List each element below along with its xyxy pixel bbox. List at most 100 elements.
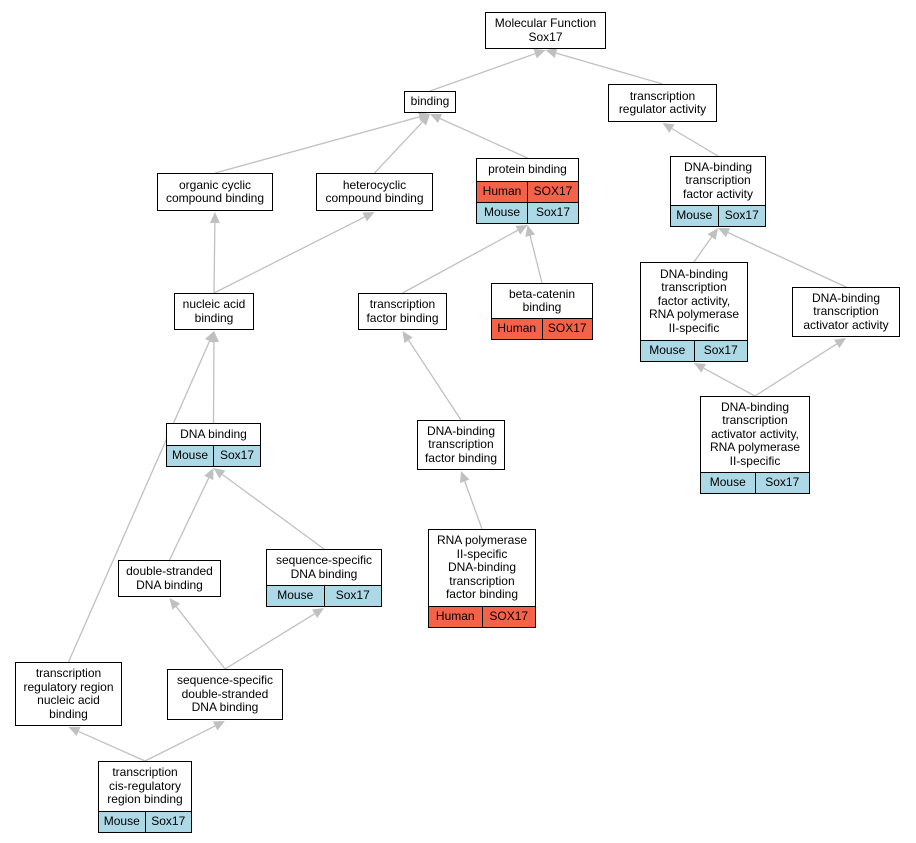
edge-line — [727, 232, 847, 288]
node-label: heterocyclic compound binding — [325, 177, 424, 205]
annotation-row-mouse: Mouse Sox17 — [477, 202, 578, 223]
node-molecular-function: Molecular Function Sox17 — [485, 12, 606, 49]
gene-cell: SOX17 — [527, 182, 578, 202]
edge-line — [671, 128, 719, 157]
arrowhead — [212, 721, 225, 731]
annotation-row-human: Human SOX17 — [492, 318, 592, 339]
node-binding: binding — [404, 91, 456, 113]
node-label: RNA polymerase II-specific DNA-binding t… — [436, 533, 528, 602]
arrowhead — [834, 338, 846, 349]
gene-cell: SOX17 — [541, 319, 593, 339]
annotation-row-mouse: Mouse Sox17 — [701, 472, 809, 493]
edge-line — [144, 725, 216, 762]
node-label: transcription regulatory region nucleic … — [23, 666, 114, 721]
arrowhead — [169, 598, 181, 610]
arrowhead — [694, 363, 707, 373]
arrowhead — [460, 471, 470, 484]
edge-line — [754, 343, 838, 397]
species-cell: Human — [497, 321, 537, 336]
species-cell: Mouse — [649, 343, 686, 358]
node-dbtf-activity: DNA-binding transcription factor activit… — [670, 156, 766, 227]
edge-line — [703, 367, 756, 397]
node-tr-region-nab: transcription regulatory region nucleic … — [15, 662, 122, 726]
annotation-row-mouse: Mouse Sox17 — [267, 585, 381, 606]
gene-cell: Sox17 — [323, 586, 382, 606]
edge-line — [221, 473, 325, 550]
node-label: beta-catenin binding — [508, 286, 576, 314]
arrowhead — [312, 608, 324, 619]
gene-cell: Sox17 — [213, 446, 260, 466]
node-label: DNA-binding transcription activator acti… — [709, 399, 801, 468]
node-dbt-activator-rnap2: DNA-binding transcription activator acti… — [700, 396, 810, 494]
arrowhead — [68, 726, 81, 737]
node-label: transcription cis-regulatory region bind… — [107, 765, 183, 807]
edge-line — [555, 52, 663, 85]
edge-line — [402, 229, 519, 294]
edge-line — [374, 121, 423, 174]
gene-cell: SOX17 — [481, 607, 536, 627]
edge-line — [224, 613, 315, 670]
node-label: protein binding — [488, 162, 567, 177]
node-label: transcription regulator activity — [618, 88, 707, 116]
node-label: DNA-binding transcription factor activit… — [682, 159, 754, 201]
node-transcription-regulator-activity: transcription regulator activity — [608, 84, 717, 122]
node-dbtf-binding: DNA-binding transcription factor binding — [417, 420, 505, 470]
node-tf-binding: transcription factor binding — [358, 293, 447, 330]
edge-line — [693, 236, 713, 263]
node-ss-ds-dna: sequence-specific double-stranded DNA bi… — [167, 669, 283, 720]
edge-line — [214, 116, 420, 174]
edge-line — [213, 216, 365, 294]
arrowhead — [204, 468, 214, 481]
node-dbt-activator: DNA-binding transcription activator acti… — [792, 287, 900, 337]
edge-layer — [67, 48, 847, 762]
arrowhead — [362, 212, 375, 222]
arrowhead — [418, 114, 430, 126]
edge-line — [213, 222, 216, 294]
arrowhead — [707, 228, 718, 240]
arrowhead — [718, 228, 731, 238]
node-rnap2-dbtf-binding: RNA polymerase II-specific DNA-binding t… — [428, 529, 536, 628]
species-cell: Human — [435, 609, 475, 624]
species-cell: Mouse — [483, 205, 521, 220]
node-label: DNA binding — [180, 426, 247, 441]
edge-line — [529, 235, 543, 284]
node-label: DNA-binding transcription factor activit… — [648, 266, 740, 335]
gene-cell: Sox17 — [527, 203, 578, 223]
gene-cell: Sox17 — [754, 473, 810, 493]
annotation-row-human: Human SOX17 — [477, 181, 578, 202]
arrowhead — [662, 123, 675, 133]
node-label: organic cyclic compound binding — [165, 177, 265, 205]
edge-line — [407, 339, 462, 421]
gene-cell: Sox17 — [693, 341, 748, 361]
arrowhead — [525, 225, 536, 237]
annotation-row-mouse: Mouse Sox17 — [641, 340, 747, 361]
node-nucleic-acid-binding: nucleic acid binding — [174, 293, 254, 330]
node-heterocyclic: heterocyclic compound binding — [316, 173, 433, 211]
species-cell: Human — [482, 184, 522, 199]
node-double-stranded: double-stranded DNA binding — [118, 560, 221, 597]
edge-line — [168, 477, 210, 561]
node-label: double-stranded DNA binding — [126, 564, 213, 592]
node-dbtf-rnap2: DNA-binding transcription factor activit… — [640, 262, 748, 362]
arrowhead — [402, 331, 413, 343]
species-cell: Mouse — [709, 475, 746, 490]
edge-line — [439, 117, 528, 159]
species-cell: Mouse — [171, 448, 209, 463]
arrowhead — [204, 331, 215, 344]
node-label: binding — [410, 94, 450, 109]
arrowhead — [209, 212, 220, 224]
arrowhead — [430, 113, 443, 124]
edge-line — [175, 606, 226, 670]
edge-line — [464, 481, 483, 530]
annotation-row-human: Human SOX17 — [429, 606, 535, 627]
arrowhead — [515, 225, 528, 235]
arrowhead — [213, 468, 226, 479]
species-cell: Mouse — [277, 588, 314, 603]
